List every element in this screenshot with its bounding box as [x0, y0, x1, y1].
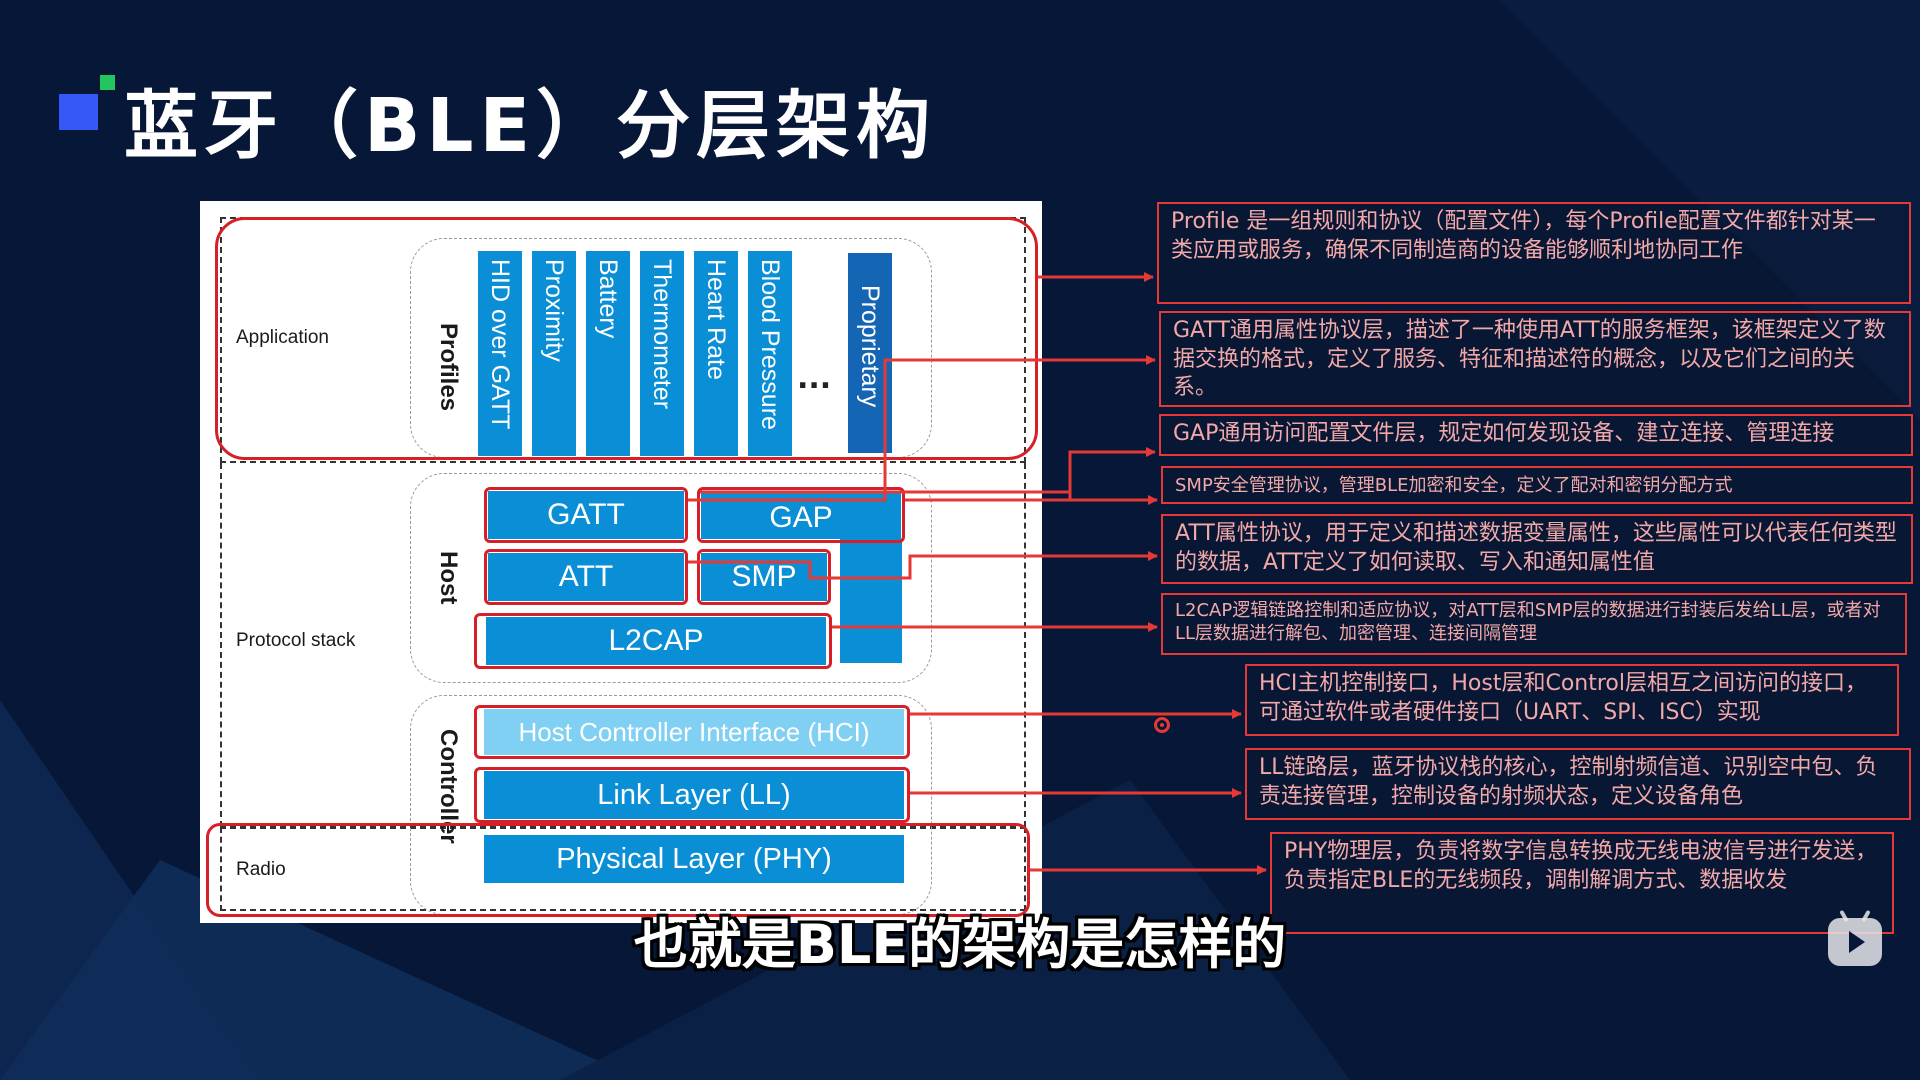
att-highlight: [484, 549, 688, 605]
l2cap-block: L2CAP: [486, 617, 826, 665]
note-phy: PHY物理层，负责将数字信息转换成无线电波信号进行发送，负责指定BLE的无线频段…: [1270, 832, 1894, 934]
gatt-highlight: [484, 487, 688, 543]
play-icon[interactable]: [1828, 918, 1882, 966]
note-smp: SMP安全管理协议，管理BLE加密和安全，定义了配对和密钥分配方式: [1161, 466, 1913, 504]
gap-block-extension: [840, 539, 902, 663]
profile-bar-hid-over-gatt: HID over GATT: [478, 251, 522, 456]
gap-highlight: [697, 487, 905, 543]
note-gatt: GATT通用属性协议层，描述了一种使用ATT的服务框架，该框架定义了数据交换的格…: [1159, 311, 1911, 407]
note-att: ATT属性协议，用于定义和描述数据变量属性，这些属性可以代表任何类型的数据，AT…: [1161, 514, 1913, 584]
logo-square-green: [100, 75, 115, 90]
profile-bar-thermometer: Thermometer: [640, 251, 684, 456]
link-layer-block: Link Layer (LL): [484, 771, 904, 819]
profile-bar-battery: Battery: [586, 251, 630, 456]
protocol-stack-layer-frame: [220, 463, 1026, 827]
note-ll: LL链路层，蓝牙协议栈的核心，控制射频信道、识别空中包、负责连接管理，控制设备的…: [1245, 748, 1911, 820]
gatt-block: GATT: [488, 491, 684, 539]
profiles-highlight: [215, 217, 1038, 460]
hci-highlight: [474, 705, 910, 759]
host-group-label: Host: [435, 551, 462, 605]
l2cap-highlight: [474, 613, 832, 669]
logo-square-blue: [59, 94, 98, 130]
protocol-stack-label: Protocol stack: [236, 630, 356, 651]
physical-layer-block: Physical Layer (PHY): [484, 835, 904, 883]
note-hci: HCI主机控制接口，Host层和Control层相互之间访问的接口，可通过软件或…: [1245, 664, 1899, 736]
video-subtitle: 也就是BLE的架构是怎样的: [633, 913, 1287, 976]
play-triangle: [1849, 931, 1865, 953]
slide-title: 蓝牙（BLE）分层架构: [124, 83, 937, 169]
radio-highlight: [206, 823, 1030, 917]
hci-block: Host Controller Interface (HCI): [484, 709, 904, 755]
note-profile: Profile 是一组规则和协议（配置文件），每个Profile配置文件都针对某…: [1157, 202, 1911, 304]
note-l2cap: L2CAP逻辑链路控制和适应协议，对ATT层和SMP层的数据进行封装后发给LL层…: [1161, 593, 1907, 655]
radio-label: Radio: [236, 859, 286, 880]
pointer-cursor: [1154, 717, 1170, 733]
profile-bar-proximity: Proximity: [532, 251, 576, 456]
smp-highlight: [697, 549, 831, 605]
note-gap: GAP通用访问配置文件层，规定如何发现设备、建立连接、管理连接: [1159, 414, 1913, 456]
application-label: Application: [236, 327, 329, 348]
link-layer-highlight: [474, 767, 910, 823]
att-block: ATT: [488, 553, 684, 601]
radio-layer-frame: [220, 827, 1026, 911]
ble-architecture-diagram: Application Protocol stack Radio Profile…: [200, 201, 1042, 923]
